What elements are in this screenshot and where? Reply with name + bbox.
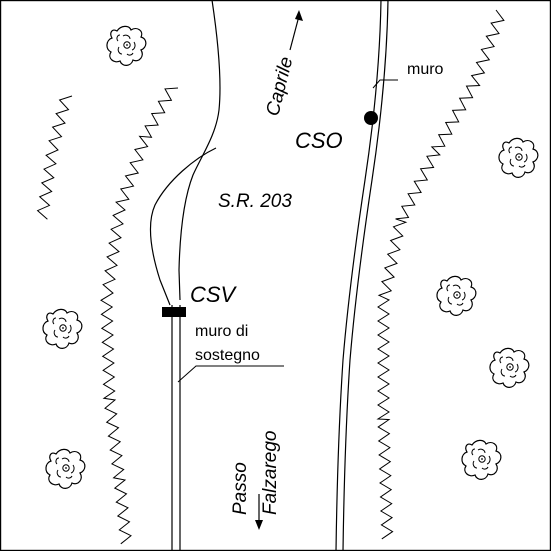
station-csv-marker [162,307,186,317]
direction-south-label-line2: Falzarego [260,431,281,516]
tree-icon [45,448,86,489]
station-csv-label: CSV [190,282,238,307]
south-arrow-icon [255,494,263,530]
tree-icon [106,25,147,66]
tree-icon [461,439,502,480]
station-cso-marker [364,111,378,125]
tree-icon [489,347,530,388]
side-ramp [149,147,217,306]
station-cso-label: CSO [295,128,343,153]
direction-north-label: Caprile [262,55,297,118]
wall-label: muro [407,61,444,78]
tree-icon [42,308,83,349]
road-west-edge [178,0,221,301]
hedge-zigzag [100,87,179,545]
vegetation-hedges [36,9,505,545]
north-arrow-icon [289,10,303,51]
hedge-zigzag [36,95,73,220]
trees [42,25,539,489]
tree-icon [498,137,539,178]
retaining-wall [171,305,181,551]
retaining-wall-leader-line [177,365,284,383]
retaining-wall-label-line2: sostegno [195,347,260,364]
east-wall [335,0,389,551]
retaining-wall-label-line1: muro di [195,323,248,340]
wall-leader-line [372,79,398,89]
tree-icon [436,275,477,316]
road-name-label: S.R. 203 [218,191,292,212]
direction-south-label-line1: Passo [230,462,251,515]
hedge-zigzag [376,9,505,540]
